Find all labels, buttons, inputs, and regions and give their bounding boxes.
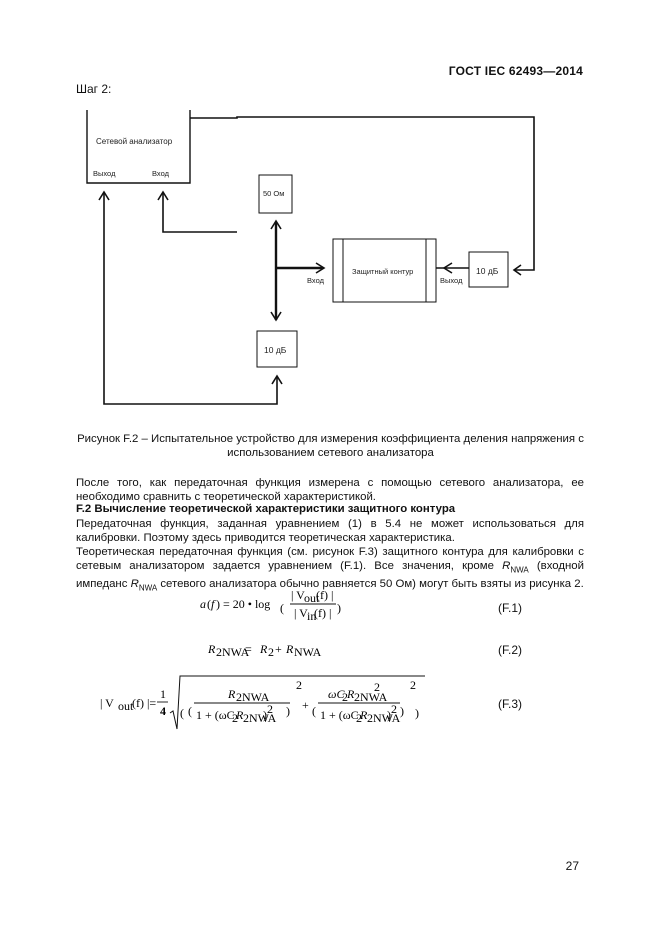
- step-label: Шаг 2:: [76, 82, 112, 96]
- svg-text:+: +: [275, 642, 282, 656]
- figure-caption: Рисунок F.2 – Испытательное устройство д…: [60, 432, 601, 460]
- svg-text:a: a: [200, 597, 206, 611]
- equation-f3-number: (F.3): [498, 697, 522, 711]
- svg-text:4: 4: [160, 704, 166, 718]
- svg-text:(: (: [180, 706, 184, 720]
- arrow-into-pc-output: [442, 262, 453, 274]
- paragraph-3: Теоретическая передаточная функция (см. …: [76, 545, 584, 596]
- svg-text:): ): [415, 706, 419, 720]
- svg-text:2: 2: [342, 690, 348, 704]
- test-setup-diagram: Сетевой анализатор Выход Вход 50 Ом Защи…: [86, 110, 535, 405]
- protective-circuit-box: [332, 238, 437, 303]
- analyzer-input-label: Вход: [152, 169, 170, 178]
- svg-text:2NWA: 2NWA: [216, 645, 250, 659]
- attenuator-bottom-label: 10 дБ: [264, 345, 287, 355]
- svg-text:(: (: [207, 597, 211, 611]
- svg-text:2: 2: [356, 711, 362, 725]
- arrow-into-attenuator-bottom: [271, 374, 283, 385]
- paragraph-1: После того, как передаточная функция изм…: [76, 477, 584, 503]
- svg-text:2: 2: [268, 645, 274, 659]
- svg-text:R: R: [285, 642, 294, 656]
- svg-text:R: R: [208, 642, 216, 656]
- svg-text:1: 1: [160, 687, 166, 701]
- network-analyzer-box: [86, 110, 191, 184]
- svg-text:1 + (ωC: 1 + (ωC: [320, 708, 359, 722]
- svg-text:R: R: [359, 708, 368, 722]
- svg-text:| V: | V: [291, 588, 305, 602]
- svg-text:out: out: [118, 699, 134, 713]
- svg-text:(: (: [312, 704, 316, 718]
- paragraph-2: Передаточная функция, заданная уравнение…: [76, 518, 584, 544]
- svg-text:): ): [286, 704, 290, 718]
- svg-text:R: R: [346, 687, 355, 701]
- wire-analyzer-input: [162, 193, 237, 233]
- page-number: 27: [565, 859, 579, 873]
- svg-text:) = 20 • log: ) = 20 • log: [216, 597, 270, 611]
- arrow-into-protective-circuit: [315, 262, 326, 274]
- svg-text:(: (: [280, 601, 284, 615]
- arrow-into-attenuator-right: [512, 264, 522, 276]
- network-analyzer-label: Сетевой анализатор: [96, 137, 173, 146]
- svg-text:ωC: ωC: [328, 687, 345, 701]
- svg-text:=: =: [245, 642, 252, 656]
- svg-text:f: f: [211, 597, 216, 611]
- svg-text:out: out: [304, 591, 320, 605]
- svg-text:2NWA: 2NWA: [236, 690, 270, 704]
- svg-text:+: +: [302, 698, 309, 712]
- attenuator-right-box: [468, 251, 509, 288]
- svg-text:): ): [400, 704, 404, 718]
- svg-text:(f) |: (f) |: [314, 606, 331, 620]
- svg-text:2: 2: [232, 711, 238, 725]
- protective-circuit-input-label: Вход: [307, 276, 325, 285]
- svg-text:2: 2: [267, 702, 273, 716]
- svg-text:): ): [263, 708, 267, 722]
- equation-f1-number: (F.1): [498, 601, 522, 615]
- paragraph-3-text: Теоретическая передаточная функция (см. …: [76, 546, 584, 593]
- svg-text:2: 2: [296, 678, 302, 692]
- wire-top: [190, 116, 535, 271]
- arrow-into-resistor: [270, 219, 282, 230]
- attenuator-bottom-box: [256, 330, 298, 368]
- equation-f2-number: (F.2): [498, 643, 522, 657]
- section-heading: F.2 Вычисление теоретической характерист…: [76, 503, 456, 515]
- svg-text:| V: | V: [100, 696, 114, 710]
- document-header: ГОСТ IEC 62493—2014: [448, 64, 583, 78]
- svg-text:R: R: [227, 687, 236, 701]
- attenuator-right-label: 10 дБ: [476, 266, 499, 276]
- svg-text:2NWA: 2NWA: [367, 711, 401, 725]
- equation-f2: R 2NWA = R 2 + R NWA: [208, 642, 322, 659]
- caption-line-1: Рисунок F.2 – Испытательное устройство д…: [77, 433, 584, 445]
- svg-text:(: (: [188, 704, 192, 718]
- equation-f1: a ( f ) = 20 • log ( | V out (f) | | V i…: [200, 588, 341, 623]
- svg-text:in: in: [307, 609, 316, 623]
- wire-analyzer-output: [103, 193, 278, 405]
- svg-text:(f) |=: (f) |=: [132, 696, 156, 710]
- resistor-box: [258, 174, 293, 214]
- analyzer-output-label: Выход: [93, 169, 116, 178]
- svg-text:NWA: NWA: [294, 645, 322, 659]
- resistor-label: 50 Ом: [263, 189, 284, 198]
- svg-text:2: 2: [410, 678, 416, 692]
- svg-text:): ): [337, 601, 341, 615]
- protective-circuit-output-label: Выход: [440, 276, 463, 285]
- arrow-down-to-attenuator: [270, 311, 282, 322]
- svg-text:2: 2: [391, 702, 397, 716]
- arrow-analyzer-input: [157, 190, 169, 201]
- svg-text:2NWA: 2NWA: [354, 690, 388, 704]
- svg-text:1 + (ωC: 1 + (ωC: [196, 708, 235, 722]
- protective-circuit-label: Защитный контур: [352, 267, 413, 276]
- svg-text:R: R: [259, 642, 268, 656]
- svg-text:| V: | V: [294, 606, 308, 620]
- svg-text:R: R: [235, 708, 244, 722]
- svg-text:2: 2: [374, 680, 380, 694]
- arrow-analyzer-output: [98, 190, 110, 201]
- svg-text:(f) |: (f) |: [316, 588, 333, 602]
- svg-text:2NWA: 2NWA: [243, 711, 277, 725]
- equation-f3: | V out (f) |= 1 4 ( ( R 2NWA 1 + (ωC 2 …: [100, 675, 425, 730]
- svg-text:): ): [387, 708, 391, 722]
- caption-line-2: использованием сетевого анализатора: [227, 447, 434, 459]
